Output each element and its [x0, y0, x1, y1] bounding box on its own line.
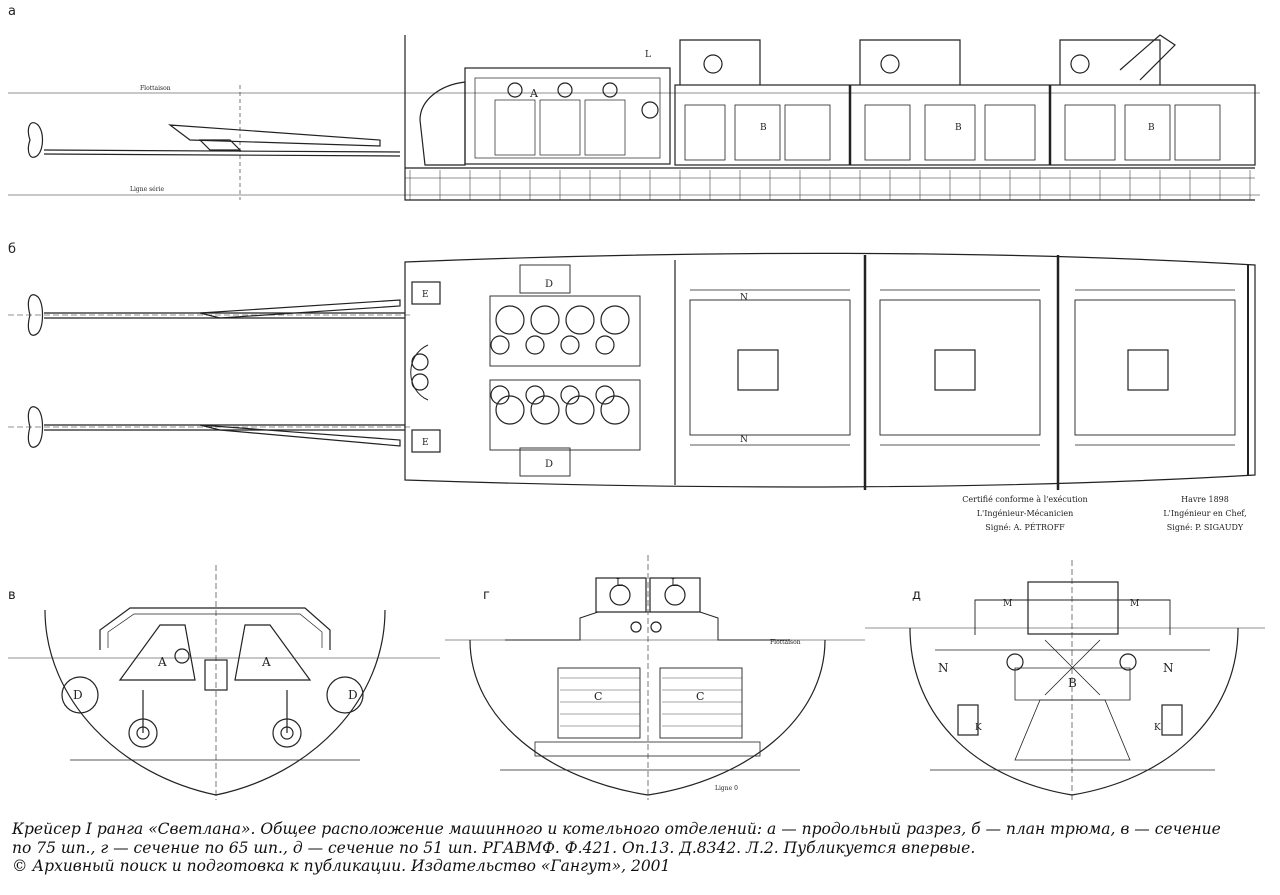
letter-b-profile-2: B — [955, 123, 962, 133]
letter-m-section-d-2: M — [1130, 599, 1139, 609]
letter-m-section-d-1: M — [1003, 599, 1012, 609]
caption-line-1: Крейсер I ранга «Светлана». Общее распол… — [12, 820, 1221, 838]
letter-l-profile: L — [645, 50, 651, 60]
letter-n-plan-1: N — [740, 293, 748, 303]
letter-l-section-g-1: L — [616, 578, 623, 589]
view-label-b: б — [8, 242, 17, 257]
hold-plan — [8, 252, 1256, 490]
letter-b-profile-1: B — [760, 123, 767, 133]
letter-d-section-v-2: D — [348, 688, 358, 702]
longitudinal-section — [8, 34, 1260, 201]
view-label-g: г — [483, 588, 490, 603]
letter-a-section-v-2: A — [261, 655, 271, 669]
letter-b-section-d: B — [1068, 676, 1077, 690]
waterline-note-profile: Flottaison — [140, 85, 171, 92]
letter-e-plan-1: E — [422, 290, 429, 300]
view-label-v: в — [8, 588, 16, 603]
view-label-a: а — [8, 4, 16, 19]
certificate-right-line1: Havre 1898 — [1181, 495, 1229, 504]
letter-d-plan-1: D — [545, 279, 553, 290]
base-line-note-profile: Ligne série — [130, 186, 164, 193]
certificate-left-line1: Certifié conforme à l'exécution — [962, 495, 1088, 504]
waterline-note-section-g: Flottaison — [770, 639, 801, 646]
letter-l-section-g-2: L — [671, 578, 678, 589]
certificate-right: Havre 1898 L'Ingénieur en Chef, Signé: P… — [1140, 493, 1270, 535]
certificate-right-line2: L'Ingénieur en Chef, — [1163, 509, 1247, 518]
letter-b-profile-3: B — [1148, 123, 1155, 133]
certificate-left-line2: L'Ingénieur-Mécanicien — [976, 509, 1074, 518]
certificate-left: Certifié conforme à l'exécution L'Ingéni… — [940, 493, 1110, 535]
letter-e-plan-2: E — [422, 438, 429, 448]
caption-line-3: © Архивный поиск и подготовка к публикац… — [12, 857, 671, 875]
caption-line-2: по 75 шп., г — сечение по 65 шп., д — се… — [12, 838, 976, 857]
letter-c-section-g-1: C — [594, 690, 602, 703]
figure-caption: Крейсер I ранга «Светлана». Общее распол… — [12, 820, 1270, 876]
letter-k-section-d-1: K — [975, 723, 982, 733]
letter-n-section-d-2: N — [1163, 661, 1174, 675]
letter-k-section-d-2: K — [1154, 723, 1161, 733]
letter-a-section-v-1: A — [157, 655, 167, 669]
certificate-right-line3: Signé: P. SIGAUDY — [1166, 523, 1244, 532]
section-frame-65 — [445, 555, 865, 800]
section-frame-51 — [865, 560, 1265, 800]
certificate-left-line3: Signé: A. PÉTROFF — [985, 523, 1065, 532]
letter-d-section-v-1: D — [73, 688, 83, 702]
line-note-section-g: Ligne 0 — [715, 785, 738, 792]
letter-n-plan-2: N — [740, 435, 748, 445]
view-label-d: д — [912, 588, 921, 603]
letter-a-profile: A — [529, 87, 539, 100]
section-frame-75 — [8, 565, 440, 800]
letter-n-section-d-1: N — [938, 661, 949, 675]
letter-d-plan-2: D — [545, 459, 553, 470]
letter-c-section-g-2: C — [696, 690, 704, 703]
